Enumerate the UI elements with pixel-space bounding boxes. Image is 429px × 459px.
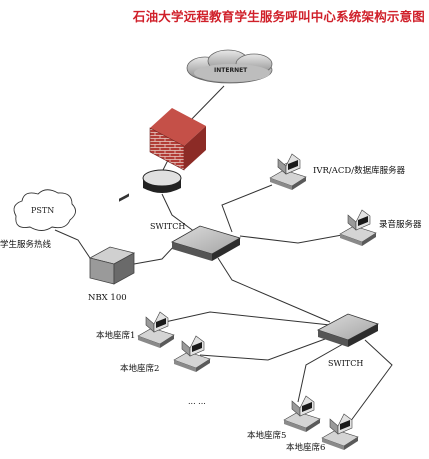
ivr-server-computer	[269, 153, 307, 190]
seat6-computer	[321, 413, 359, 450]
ellipsis-label: ... ...	[188, 397, 206, 406]
seat5-computer	[283, 395, 321, 432]
connection-lines	[54, 85, 393, 423]
internet-cloud	[186, 49, 273, 84]
internet-label: INTERNET	[214, 67, 248, 74]
link-switch-recording	[239, 234, 343, 244]
pstn-cloud	[13, 189, 76, 231]
link-subswitch-seat2	[199, 334, 337, 361]
nbx-device	[88, 193, 136, 285]
link-subswitch-seat6	[349, 339, 393, 423]
switch-main-label: SWITCH	[150, 222, 186, 231]
nbx-label: NBX 100	[88, 293, 127, 303]
switch-sub-label: SWITCH	[328, 359, 364, 368]
seat6-label: 本地座席6	[286, 443, 326, 453]
link-switch-subswitch	[217, 257, 331, 323]
link-subswitch-seat5	[297, 339, 351, 403]
seat1-computer	[137, 311, 175, 348]
switch-sub-device	[316, 313, 380, 347]
seat1-label: 本地座席1	[96, 331, 136, 341]
recording-server-computer	[339, 209, 377, 246]
link-nbx-pstn	[54, 229, 91, 259]
diagram-title: 石油大学远程教育学生服务呼叫中心系统架构示意图	[132, 9, 425, 24]
link-switch-ivr	[221, 184, 273, 233]
pstn-label: PSTN	[31, 206, 55, 215]
seat2-computer	[173, 335, 211, 372]
firewall	[149, 108, 206, 171]
computer-icons	[137, 153, 377, 450]
ivr-server-label: IVR/ACD/数据库服务器	[313, 166, 406, 176]
link-switch-nbx	[133, 243, 177, 265]
link-router-switch	[161, 193, 196, 233]
seat5-label: 本地座席5	[247, 431, 287, 441]
router	[142, 169, 182, 193]
hotline-label: 学生服务热线	[0, 240, 52, 250]
switch-main-device	[170, 225, 242, 261]
link-internet-firewall	[185, 85, 225, 126]
recording-server-label: 录音服务器	[379, 220, 422, 230]
link-subswitch-seat1	[164, 311, 331, 326]
seat2-label: 本地座席2	[120, 364, 160, 374]
